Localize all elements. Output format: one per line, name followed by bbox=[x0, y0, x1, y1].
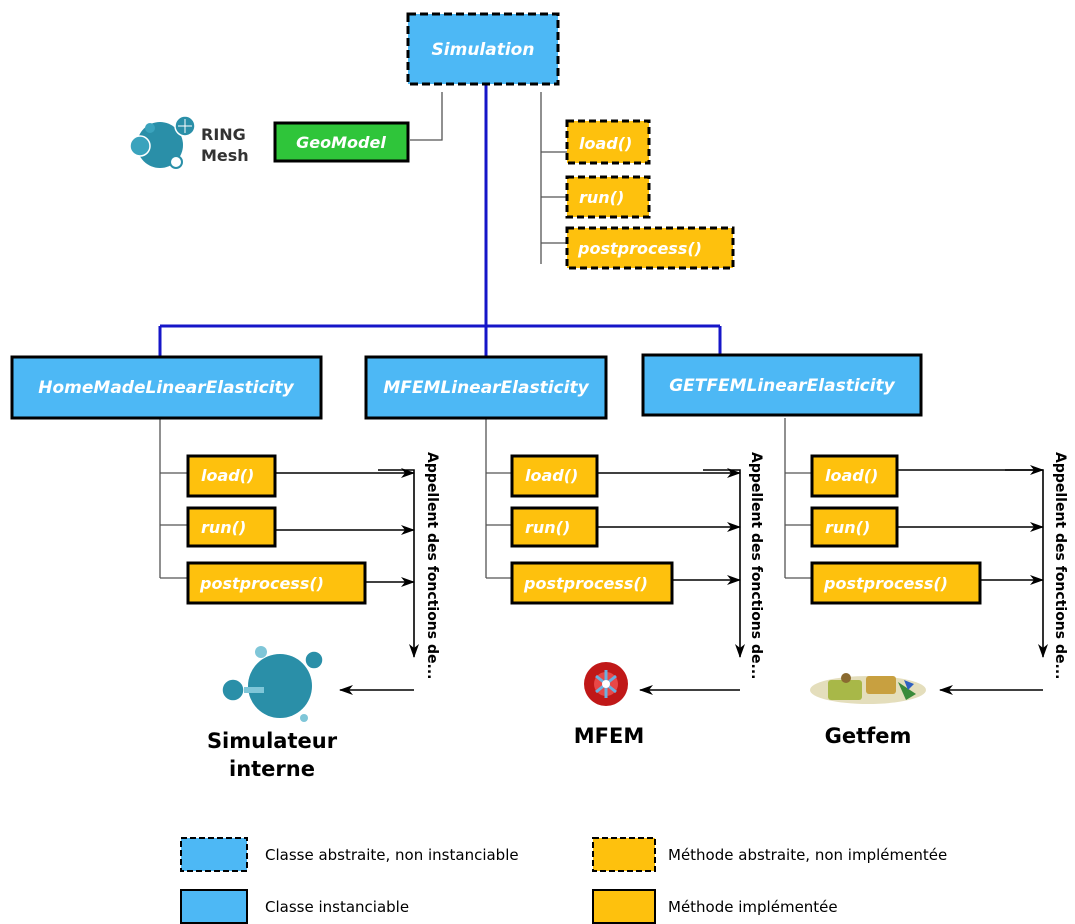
mfem-method-postprocess-label: postprocess() bbox=[523, 574, 648, 593]
mfem-class-label: MFEMLinearElasticity bbox=[383, 378, 589, 398]
simulation-method-load[interactable]: load() bbox=[565, 119, 651, 165]
getfem-method-postprocess[interactable]: postprocess() bbox=[810, 561, 982, 605]
legend-abstract-class-swatch bbox=[180, 837, 248, 872]
legend-abstract-method: Méthode abstraite, non implémentée bbox=[592, 837, 947, 872]
legend-abstract-method-label: Méthode abstraite, non implémentée bbox=[668, 846, 947, 864]
mfem-call-arrows bbox=[597, 468, 745, 695]
simulation-class[interactable]: Simulation bbox=[406, 12, 560, 86]
geomodel-class[interactable]: GeoModel bbox=[273, 121, 410, 163]
legend-implemented-method-label: Méthode implémentée bbox=[668, 898, 838, 916]
ringmesh-logo: RING Mesh bbox=[129, 115, 249, 169]
legend-concrete-class-label: Classe instanciable bbox=[265, 898, 409, 916]
internal-simulator-label-1: Simulateur bbox=[207, 729, 338, 753]
mfem-method-load-label: load() bbox=[525, 466, 578, 485]
getfem-method-load-label: load() bbox=[825, 466, 878, 485]
getfem-logo-icon bbox=[810, 673, 926, 704]
homemade-class[interactable]: HomeMadeLinearElasticity bbox=[10, 355, 323, 420]
mfem-class[interactable]: MFEMLinearElasticity bbox=[364, 355, 608, 420]
getfem-method-run[interactable]: run() bbox=[810, 506, 899, 548]
inheritance-lines bbox=[158, 85, 722, 358]
getfem-method-run-label: run() bbox=[825, 518, 870, 537]
getfem-calls-label: Appellent des fonctions de... bbox=[1052, 452, 1068, 679]
legend-implemented-method: Méthode implémentée bbox=[592, 889, 838, 924]
mfem-calls-label: Appellent des fonctions de... bbox=[748, 452, 764, 679]
getfem-method-load[interactable]: load() bbox=[810, 454, 899, 498]
column-homemade: HomeMadeLinearElasticity load() run() po… bbox=[10, 355, 440, 781]
homemade-method-run-label: run() bbox=[201, 518, 246, 537]
simulation-method-run-label: run() bbox=[579, 188, 624, 207]
mfem-method-postprocess[interactable]: postprocess() bbox=[510, 561, 674, 605]
getfem-connectors bbox=[784, 418, 812, 579]
homemade-connectors bbox=[159, 418, 188, 579]
legend-concrete-class-swatch bbox=[180, 889, 248, 924]
geomodel-class-label: GeoModel bbox=[296, 133, 386, 152]
mfem-method-load[interactable]: load() bbox=[510, 454, 599, 498]
mfem-logo-icon bbox=[584, 662, 628, 706]
legend-abstract-class: Classe abstraite, non instanciable bbox=[180, 837, 519, 872]
simulation-class-label: Simulation bbox=[432, 40, 535, 60]
homemade-method-postprocess[interactable]: postprocess() bbox=[186, 561, 367, 605]
getfem-class-label: GETFEMLinearElasticity bbox=[669, 376, 895, 396]
simulation-method-load-label: load() bbox=[579, 134, 632, 153]
getfem-class[interactable]: GETFEMLinearElasticity bbox=[641, 353, 923, 417]
getfem-call-arrows bbox=[897, 465, 1048, 695]
getfem-label: Getfem bbox=[825, 724, 912, 748]
ringmesh-logo-text-2: Mesh bbox=[201, 146, 249, 165]
column-mfem: MFEMLinearElasticity load() run() postpr… bbox=[364, 355, 764, 748]
legend: Classe abstraite, non instanciable Class… bbox=[180, 837, 947, 924]
ringmesh-logo-text-1: RING bbox=[201, 125, 246, 144]
top-connectors bbox=[410, 92, 567, 264]
simulation-method-postprocess[interactable]: postprocess() bbox=[565, 226, 735, 270]
internal-simulator-icon bbox=[221, 646, 324, 722]
mfem-method-run[interactable]: run() bbox=[510, 506, 599, 548]
homemade-method-load-label: load() bbox=[201, 466, 254, 485]
legend-abstract-class-label: Classe abstraite, non instanciable bbox=[265, 846, 519, 864]
simulation-method-postprocess-label: postprocess() bbox=[577, 239, 702, 258]
mfem-method-run-label: run() bbox=[525, 518, 570, 537]
legend-implemented-method-swatch bbox=[592, 889, 656, 924]
simulation-method-run[interactable]: run() bbox=[565, 175, 651, 219]
homemade-method-postprocess-label: postprocess() bbox=[199, 574, 324, 593]
getfem-method-postprocess-label: postprocess() bbox=[823, 574, 948, 593]
mfem-label: MFEM bbox=[574, 724, 645, 748]
homemade-method-load[interactable]: load() bbox=[186, 454, 277, 498]
homemade-call-arrows bbox=[275, 468, 419, 695]
homemade-class-label: HomeMadeLinearElasticity bbox=[38, 378, 294, 398]
column-getfem: GETFEMLinearElasticity load() run() post… bbox=[641, 353, 1068, 748]
legend-abstract-method-swatch bbox=[592, 837, 656, 872]
homemade-method-run[interactable]: run() bbox=[186, 506, 277, 548]
homemade-calls-label: Appellent des fonctions de... bbox=[424, 452, 440, 679]
internal-simulator-label-2: interne bbox=[229, 757, 315, 781]
mfem-connectors bbox=[485, 418, 512, 579]
legend-concrete-class: Classe instanciable bbox=[180, 889, 409, 924]
